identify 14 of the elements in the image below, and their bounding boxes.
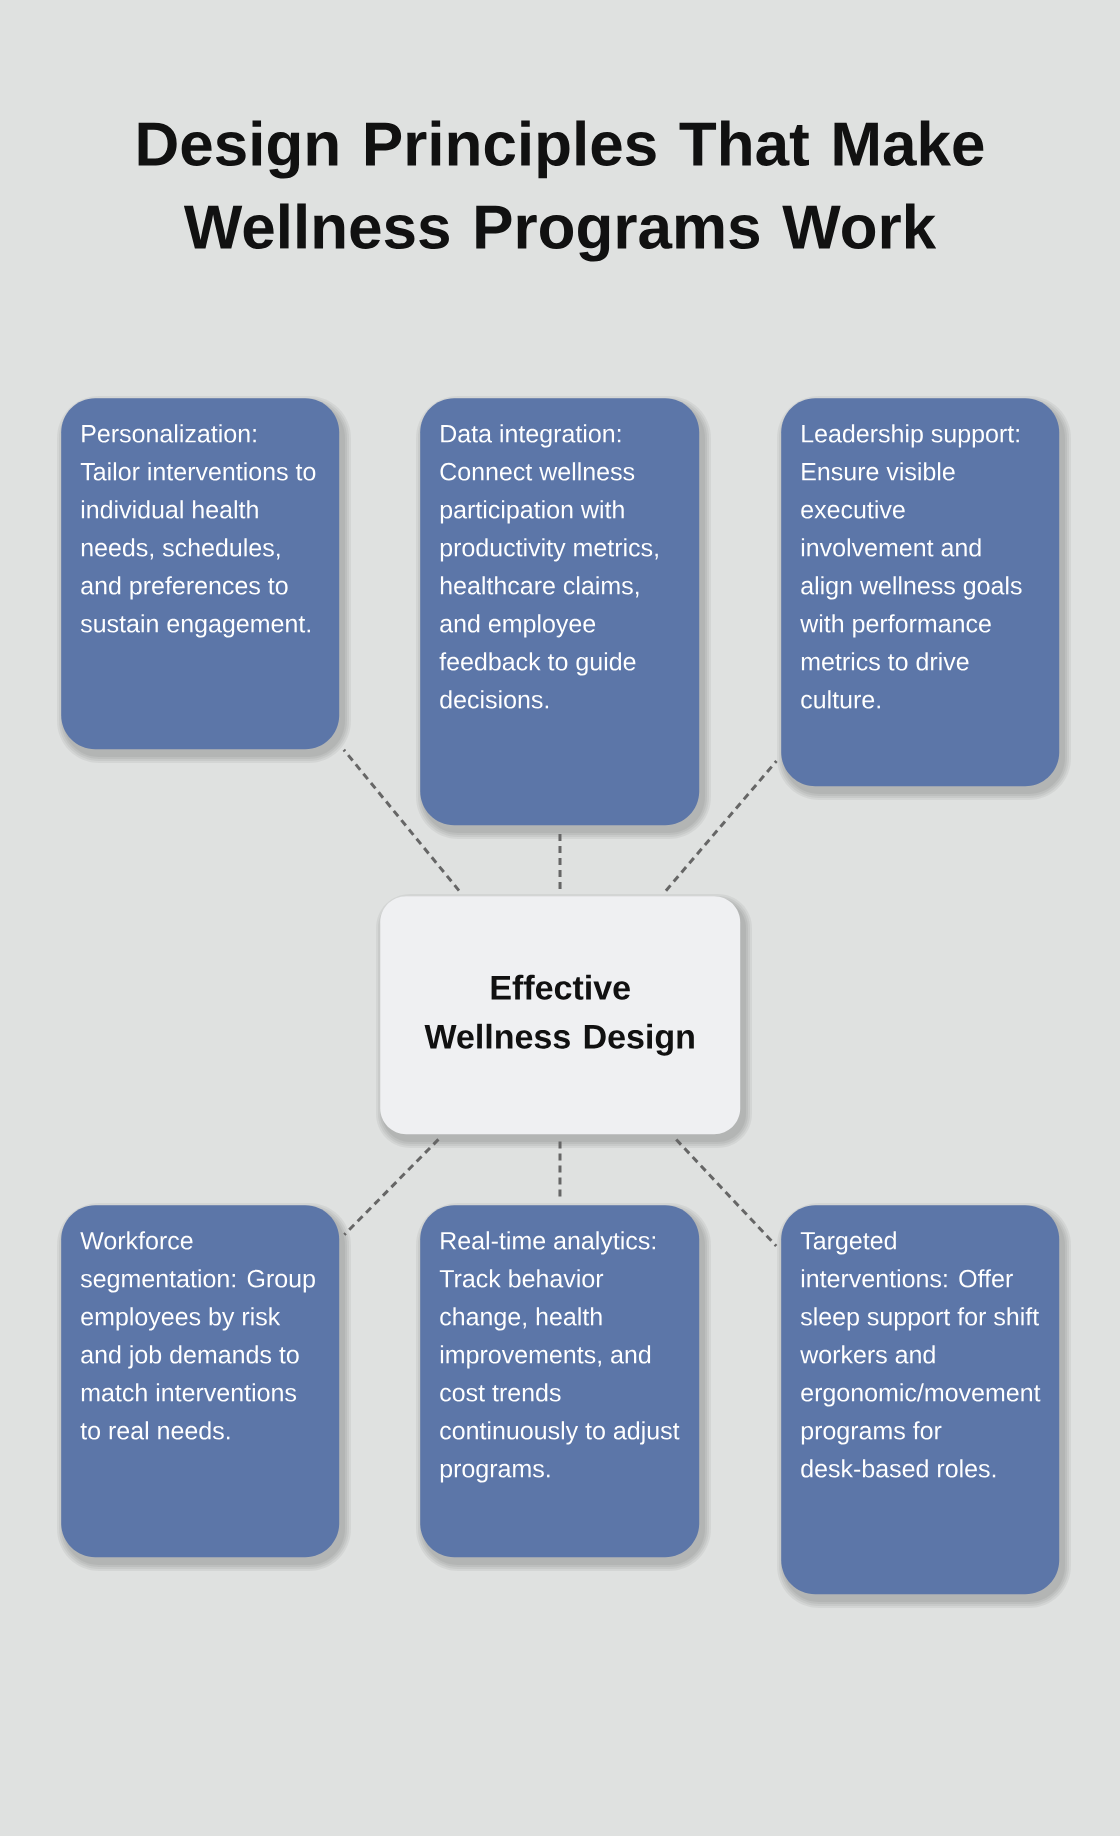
- connector-line: [558, 832, 562, 889]
- text-card: Workforce segmentation: Group employees by risk and job demands to match interventions to real needs.: [57, 1203, 351, 1571]
- connector-line: [664, 760, 778, 892]
- connector-line: [343, 1138, 440, 1236]
- text-card: Real-time analytics: Track behavior change, health improvements, and cost trends continuously to adjust programs.: [416, 1203, 711, 1571]
- text-card: Data integration: Connect wellness participation with productivity metrics, healthcare claims, and employee feedback to guide decisions.: [416, 396, 711, 839]
- title: Design Principles That Make Wellness Programs Work: [138, 120, 984, 262]
- text-card: Leadership support: Ensure visible executive involvement and align wellness goals with performance metrics to drive culture.: [777, 396, 1071, 800]
- connector-line: [675, 1138, 778, 1247]
- connector-line: [342, 748, 461, 892]
- connector-line: [558, 1141, 562, 1198]
- text-card: Personalization: Tailor interventions to individual health needs, schedules, and preferences to sustain engagement.: [57, 396, 351, 763]
- text-card: Targeted interventions: Offer sleep support for shift workers and ergonomic/movement programs for desk-based roles.: [777, 1203, 1071, 1608]
- center-box: Effective Wellness Design: [376, 894, 752, 1148]
